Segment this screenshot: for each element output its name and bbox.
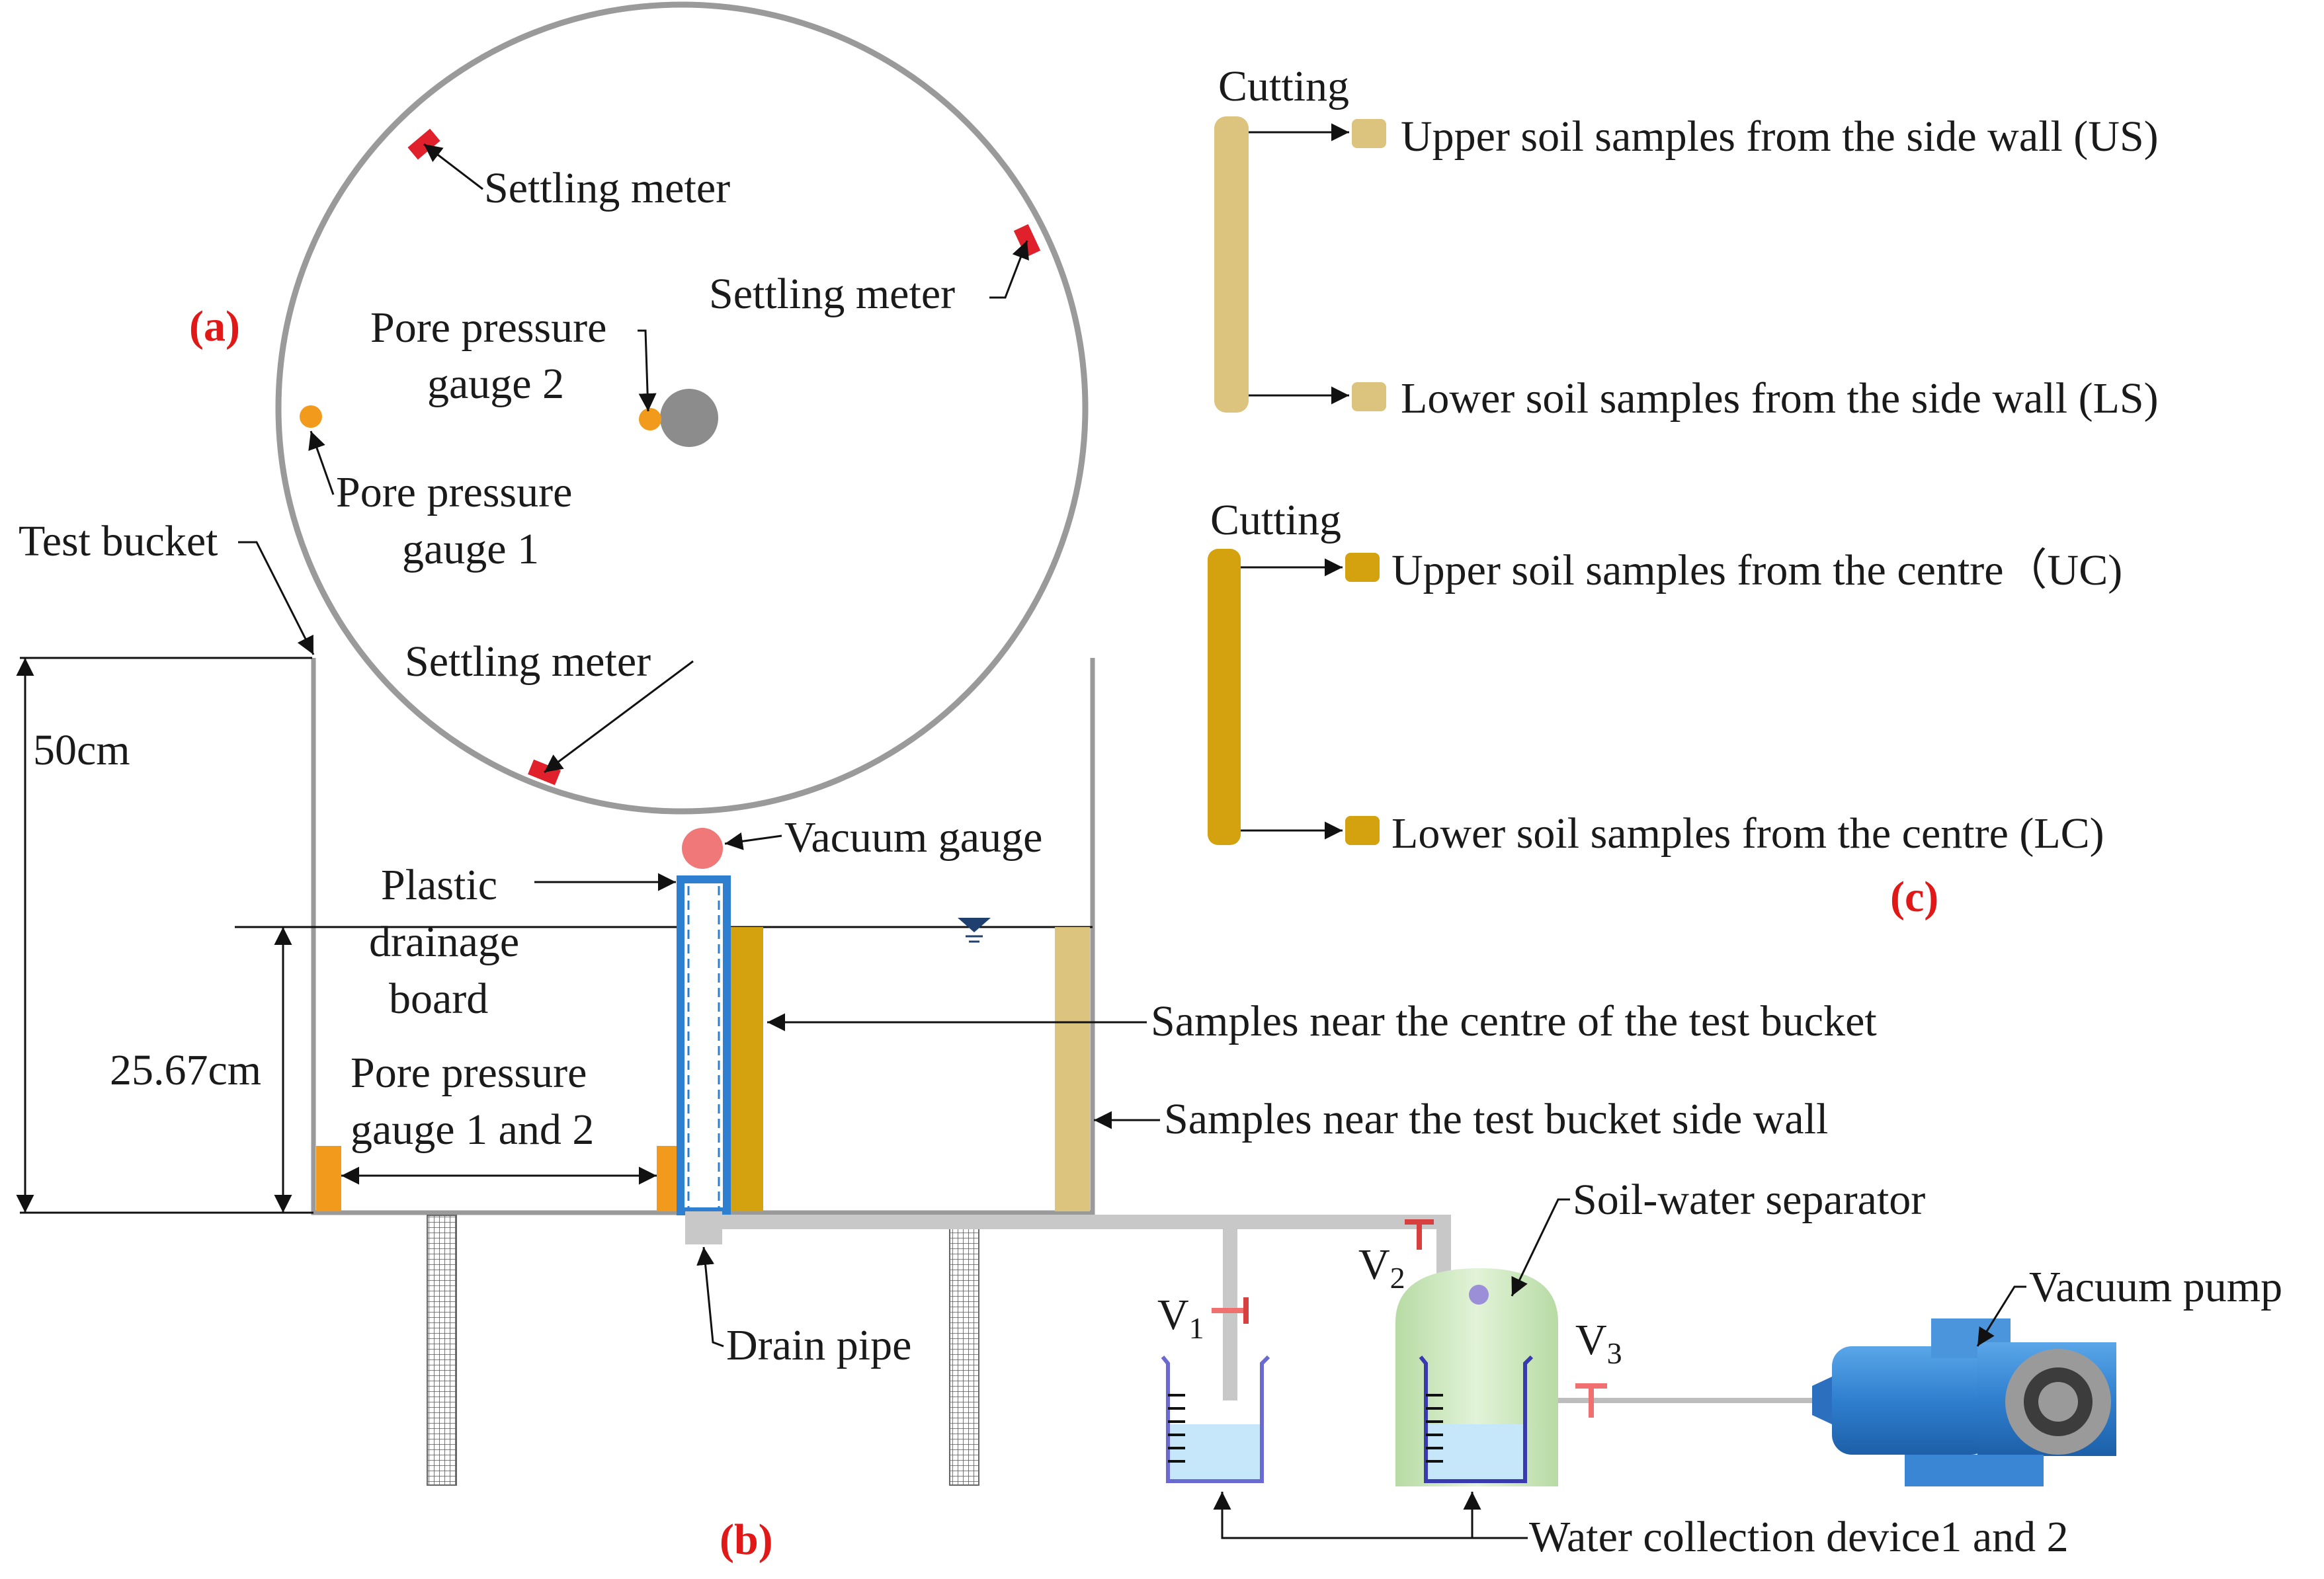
upper-centre-label: Upper soil samples from the centre（UC): [1391, 546, 2122, 594]
soil-water-separator: [1395, 1268, 1558, 1486]
valve-v2: [1405, 1219, 1434, 1250]
pore-gauge-2-label-line2: gauge 2: [427, 360, 564, 408]
panel-label-b: (b): [720, 1516, 773, 1564]
beaker-1-water: [1168, 1424, 1262, 1481]
samples-wall-label: Samples near the test bucket side wall: [1164, 1095, 1828, 1143]
leader-water-collection: [1213, 1492, 1521, 1539]
samples-centre-label: Samples near the centre of the test buck…: [1151, 997, 1877, 1045]
settling-meter-label-3: Settling meter: [405, 637, 651, 686]
drain-pipe-label: Drain pipe: [726, 1321, 911, 1369]
section-view: 50cm 25.67cm Test bucket Plastic drainag…: [16, 517, 1877, 1564]
leader-drain-pipe: [696, 1246, 724, 1348]
pore-gauge-1-marker: [300, 405, 322, 428]
settling-meter-label-2: Settling meter: [709, 270, 955, 318]
leader-separator: [1511, 1198, 1570, 1297]
leader-test-bucket: [238, 541, 315, 655]
pore-gauge-2-label-line1: Pore pressure: [370, 304, 606, 352]
pore-gauge-2-marker: [639, 408, 661, 430]
centre-core: [1208, 549, 1241, 845]
vacuum-gauge: [682, 828, 723, 869]
lower-side-label: Lower soil samples from the side wall (L…: [1401, 374, 2159, 423]
pump-base: [1905, 1455, 2044, 1486]
vacuum-pump-label: Vacuum pump: [2029, 1263, 2282, 1311]
upper-centre-sample: [1345, 553, 1380, 582]
support-leg-right: [949, 1215, 979, 1486]
vacuum-drainage-system: V1 V2 V3 Soil-water separator Vacuum pum…: [1157, 1176, 2282, 1561]
pore-gauge-1-label-line1: Pore pressure: [336, 468, 572, 516]
vacuum-gauge-label: Vacuum gauge: [784, 813, 1042, 862]
pore-gauge-label-line1: Pore pressure: [351, 1049, 587, 1097]
cutting-label-2: Cutting: [1210, 496, 1341, 544]
valve-v3: [1575, 1383, 1607, 1418]
drainage-board-plan: [660, 389, 718, 447]
plastic-board-label-line2: drainage: [369, 918, 519, 966]
leader-pore-gauge-1: [308, 430, 335, 495]
leader-settling-3: [544, 660, 694, 774]
pore-gauge-1-label-line2: gauge 1: [402, 525, 539, 573]
valve-v1-label: V1: [1157, 1291, 1204, 1345]
beaker-2-water: [1426, 1424, 1525, 1481]
side-wall-core: [1214, 116, 1249, 413]
leader-vacuum-gauge: [724, 832, 782, 850]
beaker-1-outline: [1161, 1355, 1270, 1483]
sample-side-wall-column: [1055, 927, 1090, 1211]
pump-nozzle: [1812, 1377, 1832, 1424]
plan-view: Settling meter Settling meter Settling m…: [189, 1, 1089, 815]
support-leg-left: [427, 1215, 457, 1486]
plastic-drainage-board: [677, 875, 731, 1215]
valve-v1: [1212, 1297, 1249, 1324]
upper-side-label: Upper soil samples from the side wall (U…: [1401, 112, 2159, 161]
leader-vacuum-pump: [1976, 1285, 2026, 1347]
panel-label-c: (c): [1890, 873, 1938, 921]
pore-gauge-section-1: [316, 1146, 341, 1211]
plastic-board-label-line3: board: [389, 975, 488, 1023]
leader-settling-1: [423, 143, 483, 190]
vacuum-pump-icon: [1812, 1318, 2116, 1486]
lower-side-sample: [1352, 382, 1386, 411]
beaker-2-outline: [1419, 1355, 1534, 1483]
test-bucket-label: Test bucket: [19, 517, 218, 565]
lower-centre-label: Lower soil samples from the centre (LC): [1391, 809, 2104, 858]
upper-side-sample: [1352, 119, 1386, 148]
leader-pore-gauge-2: [638, 329, 657, 412]
pump-motor: [1832, 1346, 1991, 1455]
sampling-scheme: Cutting Upper soil samples from the side…: [1208, 62, 2159, 921]
bucket-plan-outline: [275, 1, 1089, 815]
lower-centre-sample: [1345, 816, 1380, 845]
water-collection-device-1: [1161, 1355, 1270, 1483]
leader-settling-2: [989, 240, 1029, 299]
cutting-label-1: Cutting: [1218, 62, 1349, 110]
valve-v2-label: V2: [1358, 1240, 1405, 1295]
height-total-label: 50cm: [33, 726, 130, 774]
separator-label: Soil-water separator: [1573, 1176, 1925, 1224]
valve-v3-label: V3: [1575, 1316, 1622, 1370]
settling-meter-label-1: Settling meter: [484, 164, 730, 212]
panel-label-a: (a): [189, 302, 240, 350]
sample-centre-column: [730, 927, 763, 1211]
plastic-board-label-line1: Plastic: [381, 861, 497, 909]
pore-gauge-label-line2: gauge 1 and 2: [351, 1106, 594, 1154]
water-level-symbol: [958, 918, 991, 932]
water-collection-label: Water collection device1 and 2: [1529, 1513, 2069, 1561]
drain-pipe-outlet: [685, 1211, 722, 1244]
separator-top-knob: [1469, 1285, 1489, 1305]
height-water-label: 25.67cm: [110, 1046, 261, 1094]
pump-wheel-hub: [2038, 1382, 2078, 1422]
